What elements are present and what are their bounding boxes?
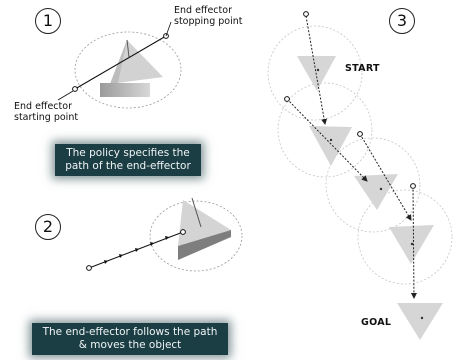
caption-policy: The policy specifies the path of the end…: [55, 144, 201, 176]
panel-2-illustration: [86, 197, 243, 272]
panel-1-triangle-shade: [110, 40, 127, 84]
panel-1-illustration: [57, 21, 182, 109]
panel-1-path-line: [74, 35, 167, 90]
panel-2-path-ticks: [104, 236, 169, 264]
panel-1-stop-leader: [165, 21, 172, 37]
panel-1-number: 1: [35, 8, 61, 34]
panel-1-workspace-ellipse: [74, 31, 182, 109]
label-starting-point-line-2: starting point: [14, 112, 79, 123]
panel-2-object-mark: [191, 197, 202, 228]
label-stopping-point-line-1: End effector: [174, 5, 232, 16]
panel-3-path-3: [359, 133, 412, 221]
panel-3-workspace-circle-1: [267, 25, 363, 121]
panel-3-pose-3: [354, 174, 398, 210]
panel-3-pose-goal: [397, 303, 443, 340]
panel-3-illustration: [267, 11, 453, 340]
caption-policy-line-2: path of the end-effector: [65, 160, 191, 172]
panel-2-workspace-ellipse: [149, 200, 243, 272]
panel-3-path-1-start: [303, 11, 309, 17]
panel-3-workspace-circle-3: [325, 137, 421, 233]
panel-2-triangle-top: [178, 200, 231, 246]
panel-3-pose-goal-center: [420, 316, 424, 320]
panel-3-workspace-circle-4: [357, 189, 453, 285]
label-stopping-point-line-2: stopping point: [174, 16, 243, 27]
caption-follow-path-line-1: The end-effector follows the path: [42, 326, 218, 338]
panel-3-pose-2: [309, 126, 352, 166]
panel-3-path-2-start: [284, 96, 290, 102]
panel-2-number: 2: [35, 214, 61, 240]
label-stopping-point: End effector stopping point: [174, 5, 243, 27]
caption-policy-line-1: The policy specifies the: [66, 147, 190, 159]
panel-2-triangle-side: [178, 230, 231, 260]
caption-follow-path: The end-effector follows the path & move…: [32, 323, 228, 355]
panel-3-pose-3-center: [379, 187, 383, 191]
panel-1-start-leader: [57, 90, 74, 101]
panel-1-block: [100, 83, 150, 97]
panel-3-path-1: [305, 15, 328, 125]
panel-1-start-point: [72, 86, 78, 92]
goal-label: GOAL: [361, 317, 392, 328]
start-label: START: [345, 63, 380, 74]
panel-1-object-mark: [126, 39, 130, 58]
panel-3-pose-2-center: [329, 138, 333, 142]
label-starting-point-line-1: End effector: [14, 101, 72, 112]
panel-3-path-4-start: [410, 183, 416, 189]
panel-2-start-point: [86, 265, 92, 271]
panel-2-end-point: [180, 229, 186, 235]
panel-3-pose-4-center: [410, 242, 414, 246]
caption-follow-path-line-2: & moves the object: [78, 339, 182, 351]
panel-3-workspace-circle-2: [277, 82, 373, 178]
label-starting-point: End effector starting point: [14, 101, 78, 123]
panel-3-path-2: [286, 98, 368, 182]
panel-3-pose-start-center: [316, 68, 320, 72]
panel-3-number: 3: [389, 8, 415, 34]
panel-3-path-3-start: [357, 131, 363, 137]
panel-3-path-4: [410, 185, 417, 299]
